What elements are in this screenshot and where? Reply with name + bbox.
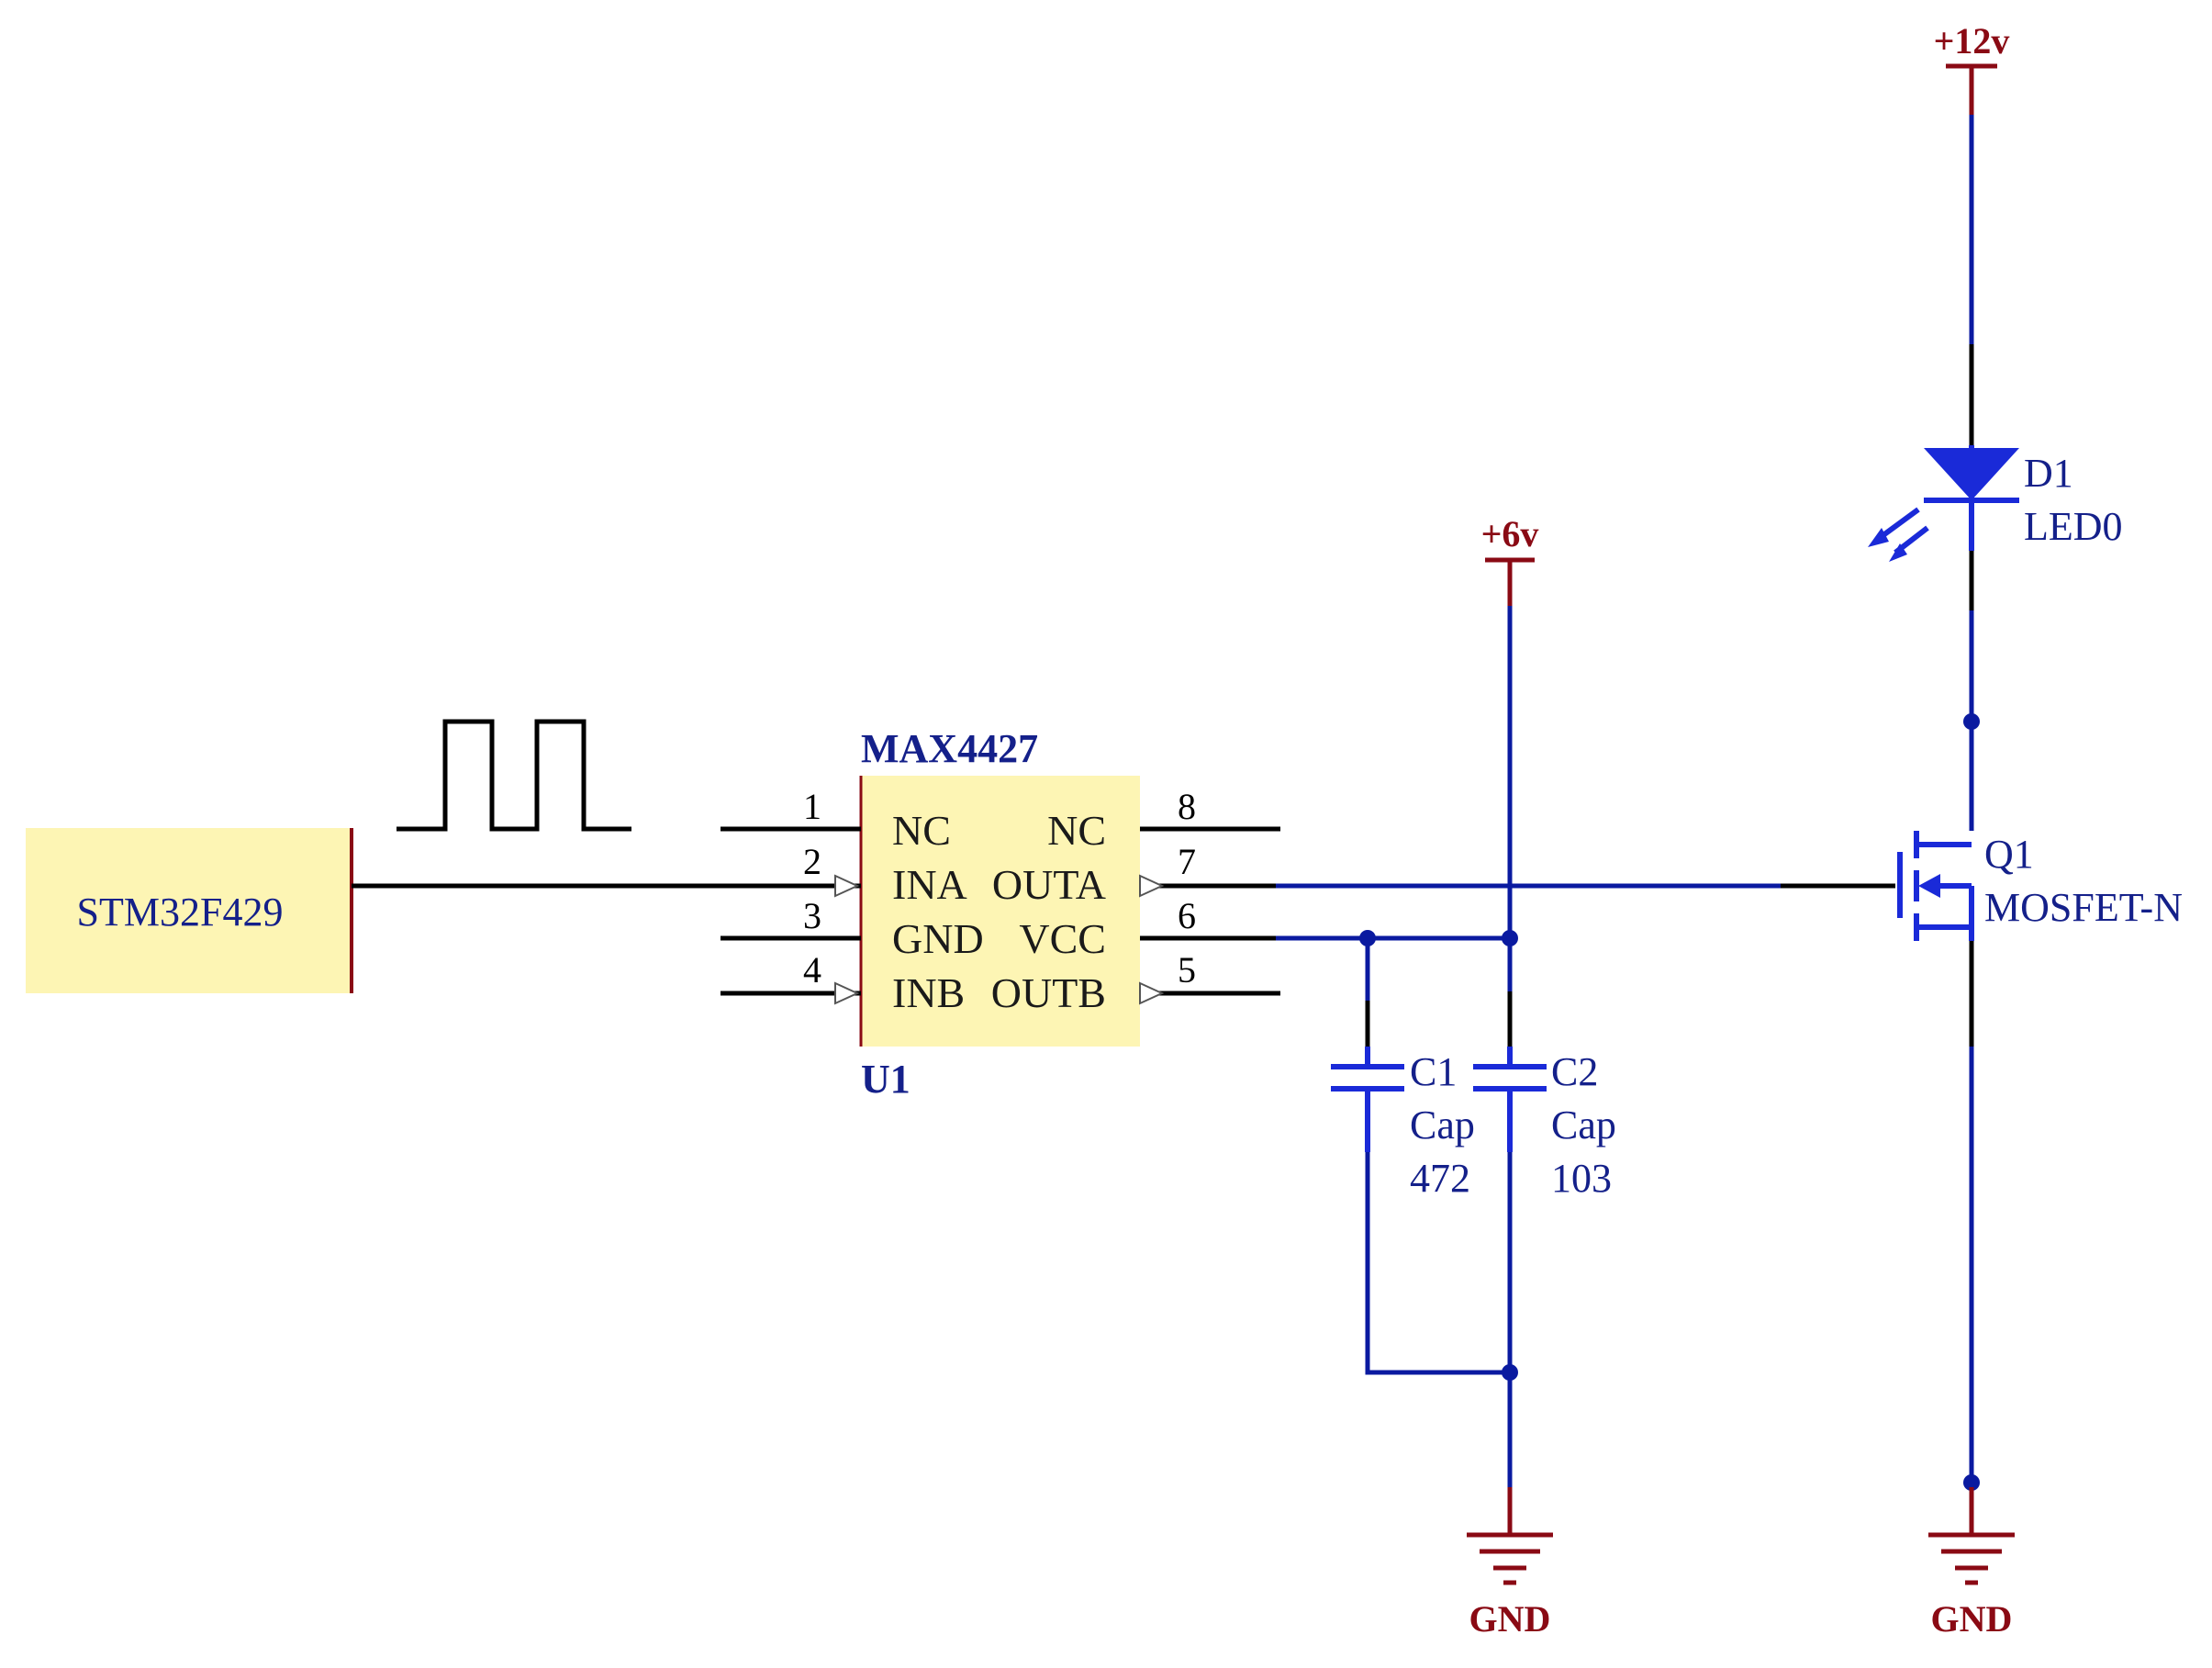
c1-return-wire: [1365, 1152, 1510, 1375]
driver-ic: MAX4427 U1 1 2 3 4 8 7 6 5 NC INA GND IN…: [721, 726, 1280, 1102]
gnd1-symbol-icon: GND: [1467, 1532, 1553, 1640]
c2-designator: C2: [1551, 1049, 1598, 1094]
pin5-output-arrow-icon: [1139, 981, 1165, 1005]
pin8-number: 8: [1178, 786, 1196, 827]
pin5-number: 5: [1178, 949, 1196, 991]
junction-dot: [1359, 930, 1376, 946]
c2-value: 103: [1551, 1156, 1612, 1201]
driver-part: MAX4427: [861, 726, 1038, 771]
pin7-output-arrow-icon: [1139, 874, 1165, 898]
pin6-name: VCC: [1019, 915, 1106, 962]
gnd2-symbol-icon: GND: [1928, 1532, 2015, 1640]
pin1-name: NC: [892, 807, 951, 854]
mcu-block: STM32F429: [26, 828, 353, 993]
pin2-number: 2: [803, 841, 821, 882]
v6-power-port: +6v: [1481, 513, 1539, 563]
pin4-name: INB: [892, 969, 965, 1016]
led-light-arrowhead-icon: [1889, 543, 1907, 562]
mosfet-value: MOSFET-N: [1984, 885, 2183, 930]
pwm-waveform-icon: [397, 719, 631, 832]
pin5-name: OUTB: [991, 969, 1106, 1016]
led-light-arrowhead-icon: [1868, 528, 1889, 547]
led-designator: D1: [2024, 451, 2073, 496]
pin7-name: OUTA: [992, 861, 1106, 908]
led-triangle-icon: [1924, 448, 2019, 500]
mosfet-q1: Q1 MOSFET-N: [1897, 831, 2183, 941]
pin6-number: 6: [1178, 895, 1196, 936]
v12-label: +12v: [1934, 20, 2010, 62]
junction-dot: [1502, 930, 1518, 946]
pin3-name: GND: [892, 915, 984, 962]
pin2-input-arrow-icon: [834, 874, 860, 898]
c1-value: 472: [1410, 1156, 1470, 1201]
pin4-number: 4: [803, 949, 821, 991]
c1-designator: C1: [1410, 1049, 1457, 1094]
junction-dot: [1502, 1364, 1518, 1381]
pin3-number: 3: [803, 895, 821, 936]
gnd1-label: GND: [1469, 1598, 1551, 1640]
gnd2-label: GND: [1931, 1598, 2013, 1640]
v6-label: +6v: [1481, 513, 1539, 554]
driver-body: [861, 776, 1140, 1047]
pin7-number: 7: [1178, 841, 1196, 882]
mcu-label: STM32F429: [77, 890, 284, 935]
c1-type: Cap: [1410, 1103, 1475, 1147]
pin2-name: INA: [892, 861, 967, 908]
pin8-name: NC: [1047, 807, 1106, 854]
c2-type: Cap: [1551, 1103, 1616, 1147]
driver-designator: U1: [861, 1057, 910, 1102]
pin1-number: 1: [803, 786, 821, 827]
mosfet-designator: Q1: [1984, 832, 2034, 877]
pin4-input-arrow-icon: [834, 981, 860, 1005]
led-value: LED0: [2024, 504, 2123, 549]
mcu-body: [26, 828, 352, 993]
v12-power-port: +12v: [1934, 20, 2010, 115]
mosfet-arrow-icon: [1918, 874, 1940, 898]
led-d1: D1 LED0: [1868, 448, 2123, 562]
